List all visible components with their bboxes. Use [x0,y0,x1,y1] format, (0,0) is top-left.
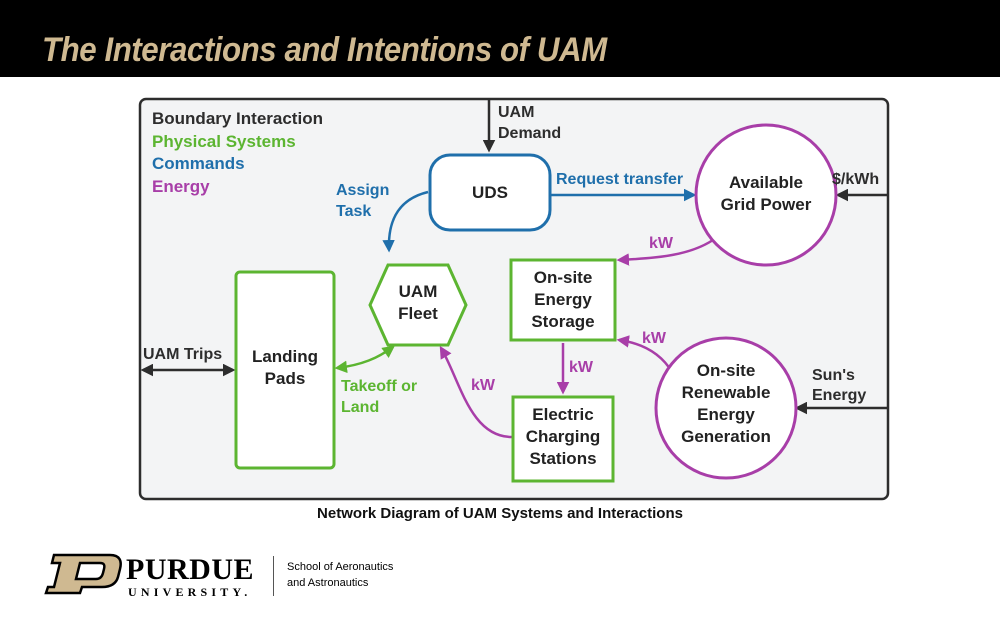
grid-power-node: Available Grid Power [694,123,838,267]
renewable-label-line3: Energy [697,405,755,424]
charging-label-line1: Electric [532,405,593,424]
legend-boundary: Boundary Interaction [152,109,323,128]
renewable-label-line2: Renewable [682,383,771,402]
legend-commands: Commands [152,154,245,173]
suns-energy-label-line2: Energy [812,387,866,404]
uam-demand-label-line2: Demand [498,125,561,142]
landing-pads-node: Landing Pads [234,270,336,470]
purdue-p-logo [44,553,122,595]
title-bar: The Interactions and Intentions of UAM [0,0,1000,77]
energy-storage-node: On-site Energy Storage [509,258,617,342]
purdue-wordmark: PURDUE [126,553,254,586]
uds-node: UDS [428,153,552,232]
storage-label-line3: Storage [531,312,594,331]
charging-stations-node: Electric Charging Stations [511,395,615,483]
takeoff-label-line1: Takeoff or [341,378,417,395]
kw-grid-label: kW [649,235,674,252]
fleet-label-line1: UAM [399,282,438,301]
diagram-caption: Network Diagram of UAM Systems and Inter… [317,505,683,522]
charging-label-line2: Charging [526,427,601,446]
pads-label-line1: Landing [252,347,318,366]
request-transfer-label: Request transfer [556,171,683,188]
grid-label-line2: Grid Power [721,195,812,214]
uam-fleet-node: UAM Fleet [368,263,468,347]
kw-charging-label: kW [471,377,496,394]
uds-label: UDS [472,183,508,202]
kw-storage-label: kW [569,359,594,376]
charging-label-line3: Stations [529,449,596,468]
uam-trips-label: UAM Trips [143,346,222,363]
slide-title: The Interactions and Intentions of UAM [42,31,607,69]
legend-physical: Physical Systems [152,132,296,151]
logo-divider [273,556,274,596]
grid-to-storage-arrow [616,238,714,266]
storage-label-line2: Energy [534,290,592,309]
suns-energy-label-line1: Sun's [812,367,855,384]
takeoff-land-arrow [334,345,396,374]
assign-task-arrow [382,190,429,253]
takeoff-label-line2: Land [341,399,379,416]
assign-task-label-line1: Assign [336,182,389,199]
charging-to-fleet-arrow [439,345,514,439]
kw-renewable-label: kW [642,330,667,347]
school-name-line1: School of Aeronautics [287,561,394,573]
price-label: $/kWh [832,171,879,188]
storage-label-line1: On-site [534,268,593,287]
renewable-generation-node: On-site Renewable Energy Generation [654,336,798,480]
uam-demand-label-line1: UAM [498,104,534,121]
university-wordmark: UNIVERSITY. [128,585,252,599]
school-name-line2: and Astronautics [287,577,369,589]
fleet-label-line2: Fleet [398,304,438,323]
grid-label-line1: Available [729,173,803,192]
legend-energy: Energy [152,177,210,196]
renewable-label-line4: Generation [681,427,771,446]
renewable-label-line1: On-site [697,361,756,380]
pads-label-line2: Pads [265,369,306,388]
assign-task-label-line2: Task [336,203,371,220]
